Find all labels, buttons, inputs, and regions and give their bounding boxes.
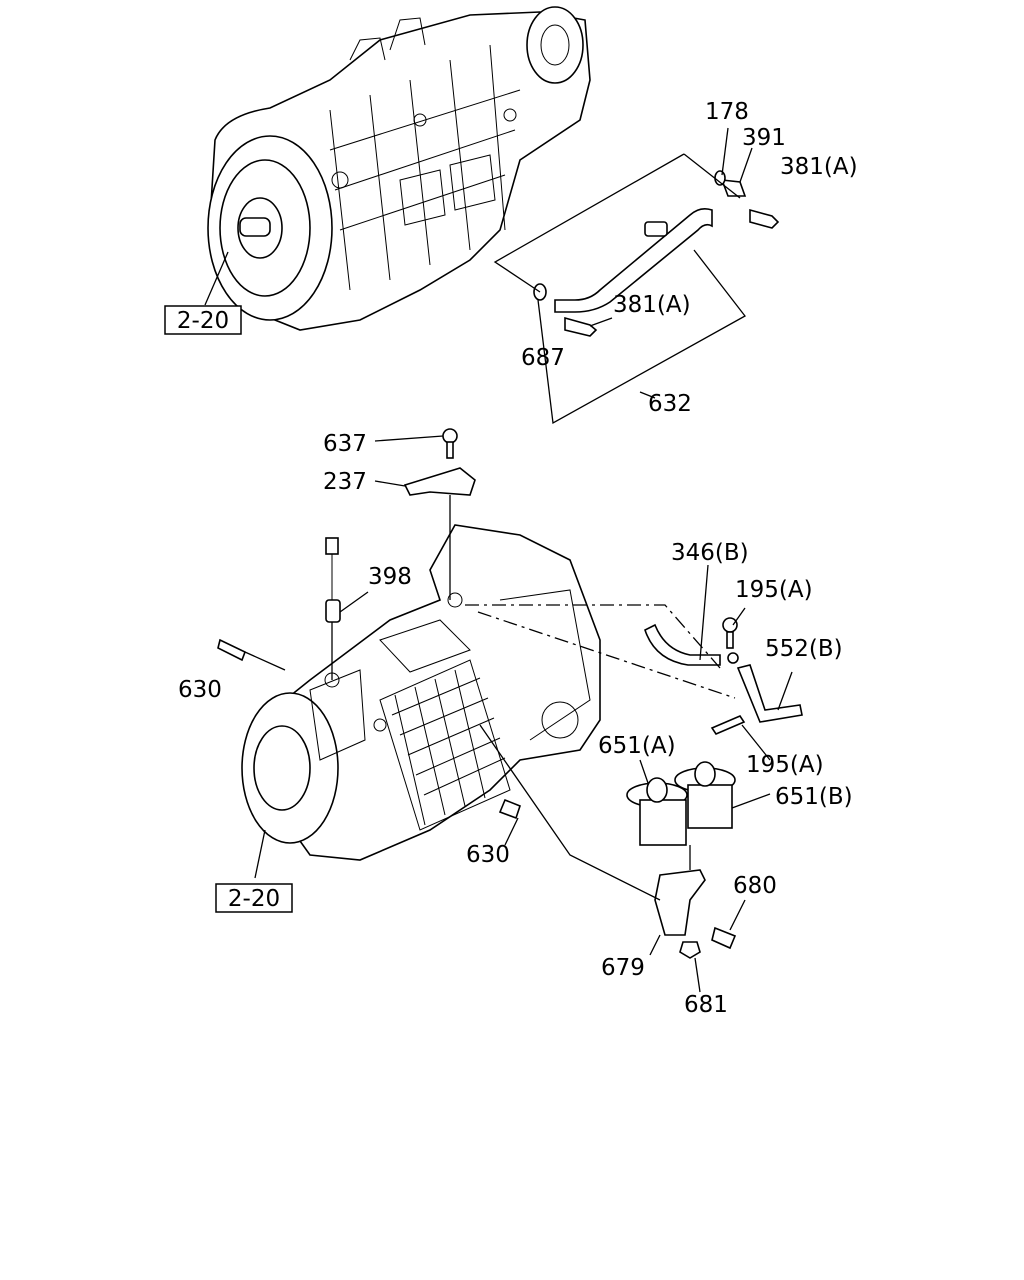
bracket-552b [736, 664, 803, 723]
bolts-630 [217, 638, 521, 820]
callout-632: 632 [648, 391, 692, 417]
pipe-632 [533, 170, 780, 337]
bracket-237 [403, 428, 476, 496]
callout-679: 679 [601, 955, 645, 981]
callout-630-left: 630 [178, 677, 222, 703]
callout-630-bottom: 630 [466, 842, 510, 868]
callout-391: 391 [742, 125, 786, 151]
ref-label-bottom: 2-20 [228, 886, 280, 912]
callout-195a-bottom: 195(A) [746, 752, 824, 778]
leaders-top [204, 127, 753, 425]
callout-680: 680 [733, 873, 777, 899]
callout-381a-mid: 381(A) [613, 292, 691, 318]
callout-651a: 651(A) [598, 733, 676, 759]
callout-651b: 651(B) [775, 784, 853, 810]
mounts-651 [626, 761, 736, 846]
callout-346b: 346(B) [671, 540, 749, 566]
reference-box-top[interactable]: 2-20 [164, 305, 242, 335]
transmission-assembly-bottom [241, 524, 601, 861]
transmission-assembly-top [207, 6, 591, 331]
callout-687: 687 [521, 345, 565, 371]
callout-195a-top: 195(A) [735, 577, 813, 603]
callout-381a-top: 381(A) [780, 154, 858, 180]
ref-label-top: 2-20 [177, 308, 229, 334]
callout-178: 178 [705, 99, 749, 125]
callout-637: 637 [323, 431, 367, 457]
callout-237: 237 [323, 469, 367, 495]
bolts-195a [710, 617, 746, 735]
reference-box-bottom[interactable]: 2-20 [215, 883, 293, 913]
callout-398: 398 [368, 564, 412, 590]
sensor-398 [325, 537, 341, 623]
callout-552b: 552(B) [765, 636, 843, 662]
bracket-679 [654, 869, 737, 959]
callout-681: 681 [684, 992, 728, 1018]
hose-346b [644, 623, 739, 666]
leaders-bottom [244, 435, 793, 993]
